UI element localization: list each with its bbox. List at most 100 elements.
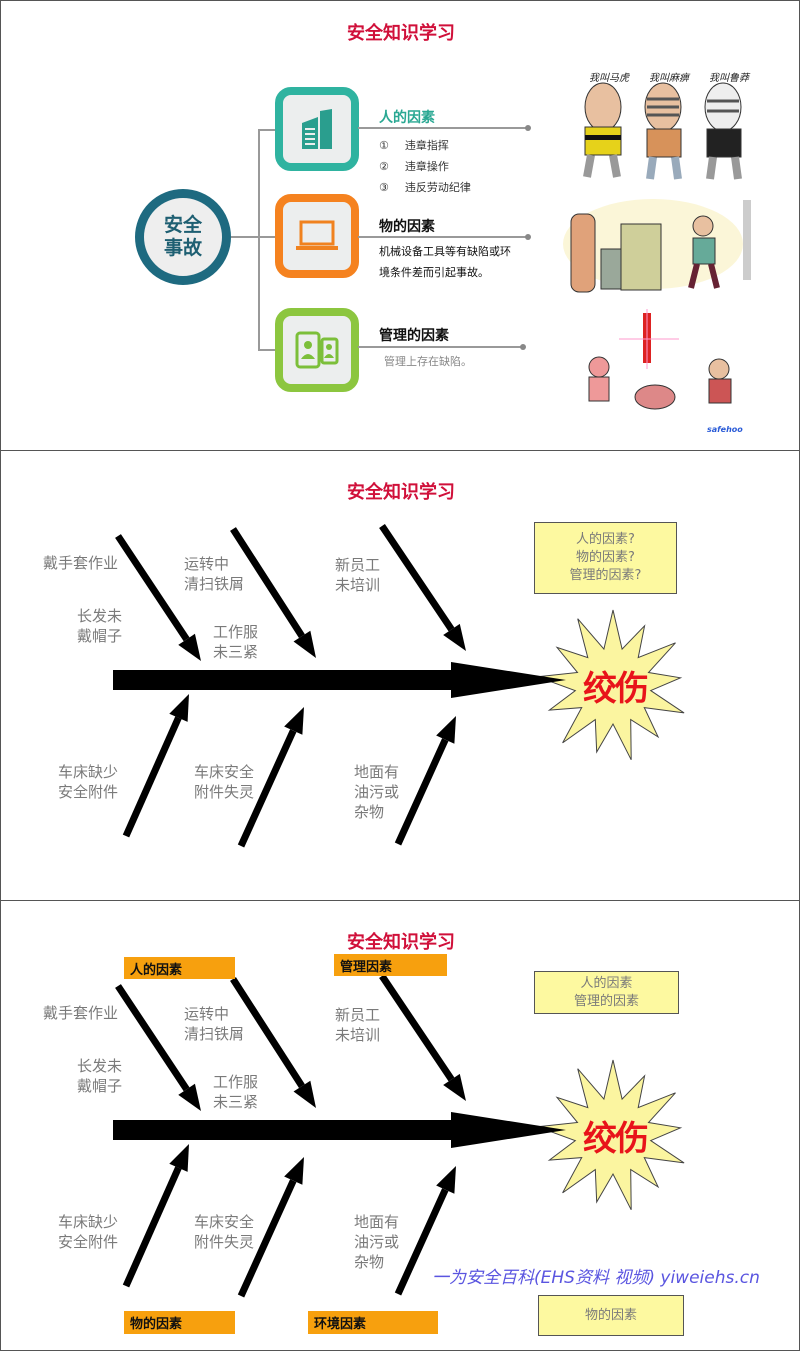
cause-label: 运转中 清扫铁屑 bbox=[184, 555, 245, 593]
connector bbox=[258, 129, 276, 131]
cartoon-caption: 我叫麻痹 bbox=[649, 73, 689, 84]
slide-fishbone-categories: 安全知识学习 戴手套作业 长发未 戴帽子 运转中 清扫铁屑 工作服 未三紧 新员… bbox=[0, 900, 800, 1351]
connector bbox=[231, 236, 276, 238]
item-number: ① bbox=[379, 139, 389, 152]
cause-label: 戴手套作业 bbox=[43, 1004, 119, 1022]
cause-arrow bbox=[230, 527, 305, 639]
slide-title: 安全知识学习 bbox=[347, 482, 455, 503]
spine bbox=[113, 1120, 458, 1140]
cartoon-figure bbox=[704, 82, 742, 180]
connector bbox=[358, 127, 528, 129]
cause-label: 地面有 油污或 杂物 bbox=[354, 1213, 400, 1271]
spine bbox=[113, 670, 458, 690]
cause-label: 新员工 未培训 bbox=[335, 1006, 381, 1044]
cause-arrowhead bbox=[169, 1144, 189, 1172]
cartoon-management-image bbox=[588, 309, 732, 410]
cause-arrow bbox=[122, 716, 182, 838]
question-note: 人的因素? 物的因素? 管理的因素? bbox=[534, 522, 677, 594]
cause-label: 地面有 油污或 杂物 bbox=[354, 763, 400, 821]
cause-arrowhead bbox=[443, 1073, 466, 1101]
item-text: 违反劳动纪律 bbox=[404, 181, 471, 194]
human-factor-heading: 人的因素 bbox=[379, 110, 435, 126]
connector bbox=[358, 346, 523, 348]
cause-arrow bbox=[237, 1179, 297, 1298]
cause-arrowhead bbox=[443, 623, 466, 651]
cartoon-caption: 我叫马虎 bbox=[589, 73, 629, 84]
cause-arrow bbox=[394, 1188, 449, 1296]
item-number: ③ bbox=[379, 181, 389, 194]
effect-label: 绞伤 bbox=[583, 1119, 649, 1159]
cause-arrow bbox=[122, 1166, 182, 1288]
building-icon bbox=[302, 109, 332, 149]
human-factor-icon-box bbox=[275, 87, 359, 171]
starburst-shape bbox=[537, 1059, 685, 1211]
answer-note-bottom: 物的因素 bbox=[538, 1295, 684, 1336]
watermark: 一为安全百科(EHS资料 视频) yiweiehs.cn bbox=[432, 1268, 760, 1288]
cause-arrowhead bbox=[293, 1080, 316, 1108]
cause-label: 新员工 未培训 bbox=[335, 556, 381, 594]
cartoon-logo: safehoo bbox=[707, 425, 743, 434]
desc-line: 机械设备工具等有缺陷或环 bbox=[379, 245, 511, 258]
cartoon-figure bbox=[644, 82, 682, 180]
category-human: 人的因素 bbox=[124, 957, 235, 979]
effect-label: 绞伤 bbox=[583, 669, 649, 709]
laptop-icon bbox=[296, 220, 338, 250]
category-material: 物的因素 bbox=[124, 1311, 235, 1334]
cartoon-equipment-image bbox=[563, 199, 751, 293]
cause-arrowhead bbox=[436, 1166, 456, 1194]
cause-label: 长发未 戴帽子 bbox=[77, 1057, 123, 1095]
cause-arrowhead bbox=[436, 716, 456, 744]
fishbone-diagram bbox=[113, 974, 685, 1298]
item-text: 违章操作 bbox=[404, 160, 449, 173]
answer-note-top: 人的因素 管理的因素 bbox=[534, 971, 679, 1014]
cartoon-three-men-image bbox=[583, 82, 742, 180]
management-factor-desc: 管理上存在缺陷。 bbox=[384, 355, 472, 368]
cause-arrow bbox=[379, 524, 455, 632]
connector bbox=[258, 349, 276, 351]
spine-arrowhead bbox=[451, 662, 566, 698]
category-management: 管理因素 bbox=[334, 954, 447, 976]
cause-label: 车床安全 附件失灵 bbox=[194, 763, 255, 801]
cause-arrow bbox=[237, 729, 297, 848]
cause-arrow bbox=[379, 974, 455, 1082]
cause-label: 车床缺少 安全附件 bbox=[58, 1213, 119, 1251]
fishbone-diagram bbox=[113, 524, 685, 848]
cause-arrow bbox=[394, 738, 449, 846]
cause-arrow bbox=[230, 977, 305, 1089]
cause-label: 运转中 清扫铁屑 bbox=[184, 1005, 245, 1043]
desc-line: 境条件差而引起事故。 bbox=[379, 266, 489, 279]
slide-title: 安全知识学习 bbox=[347, 932, 455, 953]
connector bbox=[258, 129, 260, 351]
spine-arrowhead bbox=[451, 1112, 566, 1148]
cause-label: 车床缺少 安全附件 bbox=[58, 763, 119, 801]
id-cards-icon bbox=[295, 331, 339, 369]
cause-arrowhead bbox=[178, 633, 201, 661]
starburst-shape bbox=[537, 609, 685, 761]
cause-arrow bbox=[115, 984, 190, 1092]
connector-dot bbox=[520, 344, 526, 350]
connector-dot bbox=[525, 234, 531, 240]
slide-title: 安全知识学习 bbox=[347, 23, 455, 44]
item-number: ② bbox=[379, 160, 389, 173]
cause-label: 长发未 戴帽子 bbox=[77, 607, 123, 645]
management-factor-icon-box bbox=[275, 308, 359, 392]
cartoon-figure bbox=[583, 82, 622, 178]
material-factor-icon-box bbox=[275, 194, 359, 278]
slide-fishbone-questions: 安全知识学习 戴手套作业 长发未 戴帽子 运转中 清扫铁屑 工作服 未三紧 新员… bbox=[0, 450, 800, 901]
connector-dot bbox=[525, 125, 531, 131]
cause-label: 工作服 未三紧 bbox=[213, 623, 259, 661]
cartoon-caption: 我叫鲁莽 bbox=[709, 73, 749, 84]
cause-arrowhead bbox=[284, 707, 304, 735]
cause-label: 车床安全 附件失灵 bbox=[194, 1213, 255, 1251]
cause-arrowhead bbox=[293, 630, 316, 658]
cause-arrow bbox=[115, 534, 190, 642]
center-circle-safety-accident: 安全 事故 bbox=[135, 189, 231, 285]
connector bbox=[358, 236, 528, 238]
cause-label: 工作服 未三紧 bbox=[213, 1073, 259, 1111]
cause-label: 戴手套作业 bbox=[43, 554, 119, 572]
cause-arrowhead bbox=[169, 694, 189, 722]
cause-arrowhead bbox=[284, 1157, 304, 1185]
management-factor-heading: 管理的因素 bbox=[379, 328, 449, 344]
